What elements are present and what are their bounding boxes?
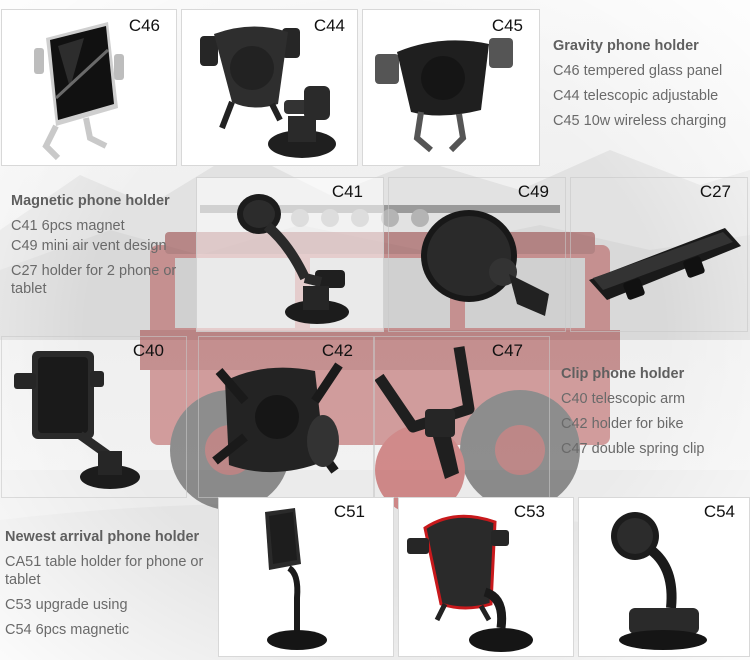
group-line: CA51 table holder for phone or tablet (5, 554, 204, 588)
desk-stand-holder-icon (265, 508, 327, 650)
gravity-suction-holder-icon (200, 26, 336, 158)
product-code: C41 (331, 182, 363, 201)
product-card-c40[interactable]: C40 (1, 336, 187, 498)
group-heading: Magnetic phone holder (11, 193, 170, 209)
magnetic-arm-holder-icon (237, 194, 349, 324)
group-heading: Clip phone holder (561, 366, 685, 382)
product-card-c42[interactable]: C42 (198, 336, 374, 498)
product-code: C46 (128, 16, 160, 35)
group-line: C40 telescopic arm (561, 391, 686, 407)
product-code: C42 (321, 341, 353, 360)
product-card-c47[interactable]: C47 (374, 336, 550, 498)
product-code: C45 (491, 16, 523, 35)
bike-holder-icon (212, 362, 343, 474)
spring-clip-vent-holder-icon (375, 346, 475, 479)
product-card-c49[interactable]: C49 (388, 177, 566, 332)
magnetic-vent-holder-icon (421, 210, 549, 316)
product-code: C51 (333, 502, 365, 521)
product-card-c44[interactable]: C44 (181, 9, 358, 166)
group-line: C27 holder for 2 phone or tablet (11, 263, 177, 297)
product-code: C47 (491, 341, 523, 360)
wireless-charging-holder-icon (375, 38, 513, 153)
product-card-c51[interactable]: C51 (218, 497, 394, 657)
gravity-glass-holder-icon (34, 22, 124, 161)
group-line: C49 mini air vent design (11, 238, 167, 254)
product-code: C44 (313, 16, 345, 35)
product-card-c45[interactable]: C45 (362, 9, 540, 166)
telescopic-clip-holder-icon (14, 351, 140, 489)
group-line: C47 double spring clip (561, 441, 705, 457)
product-card-c53[interactable]: C53 (398, 497, 574, 657)
group-line: C54 6pcs magnetic (5, 622, 130, 638)
group-line: C46 tempered glass panel (553, 63, 723, 79)
magnetic-suction-holder-icon (611, 512, 707, 650)
product-code: C54 (703, 502, 735, 521)
group-line: C41 6pcs magnet (11, 218, 125, 234)
group-line: C44 telescopic adjustable (553, 88, 719, 104)
clip-group: Clip phone holder C40 telescopic arm C42… (561, 366, 704, 465)
gravity-group: Gravity phone holder C46 tempered glass … (553, 38, 726, 137)
dual-phone-bar-holder-icon (589, 228, 741, 300)
product-card-c27[interactable]: C27 (570, 177, 748, 332)
product-card-c46[interactable]: C46 (1, 9, 177, 166)
red-trim-suction-holder-icon (407, 514, 533, 652)
group-heading: Gravity phone holder (553, 38, 699, 54)
product-card-c54[interactable]: C54 (578, 497, 750, 657)
product-code: C40 (132, 341, 164, 360)
group-line: C45 10w wireless charging (553, 113, 727, 129)
magnetic-group: Magnetic phone holder C41 6pcs magnet C4… (11, 193, 196, 305)
product-code: C49 (517, 182, 549, 201)
group-line: C42 holder for bike (561, 416, 684, 432)
product-card-c41[interactable]: C41 (196, 177, 384, 332)
newest-group: Newest arrival phone holder CA51 table h… (5, 529, 215, 646)
product-code: C53 (513, 502, 545, 521)
product-code: C27 (699, 182, 731, 201)
group-line: C53 upgrade using (5, 597, 128, 613)
group-heading: Newest arrival phone holder (5, 529, 200, 545)
